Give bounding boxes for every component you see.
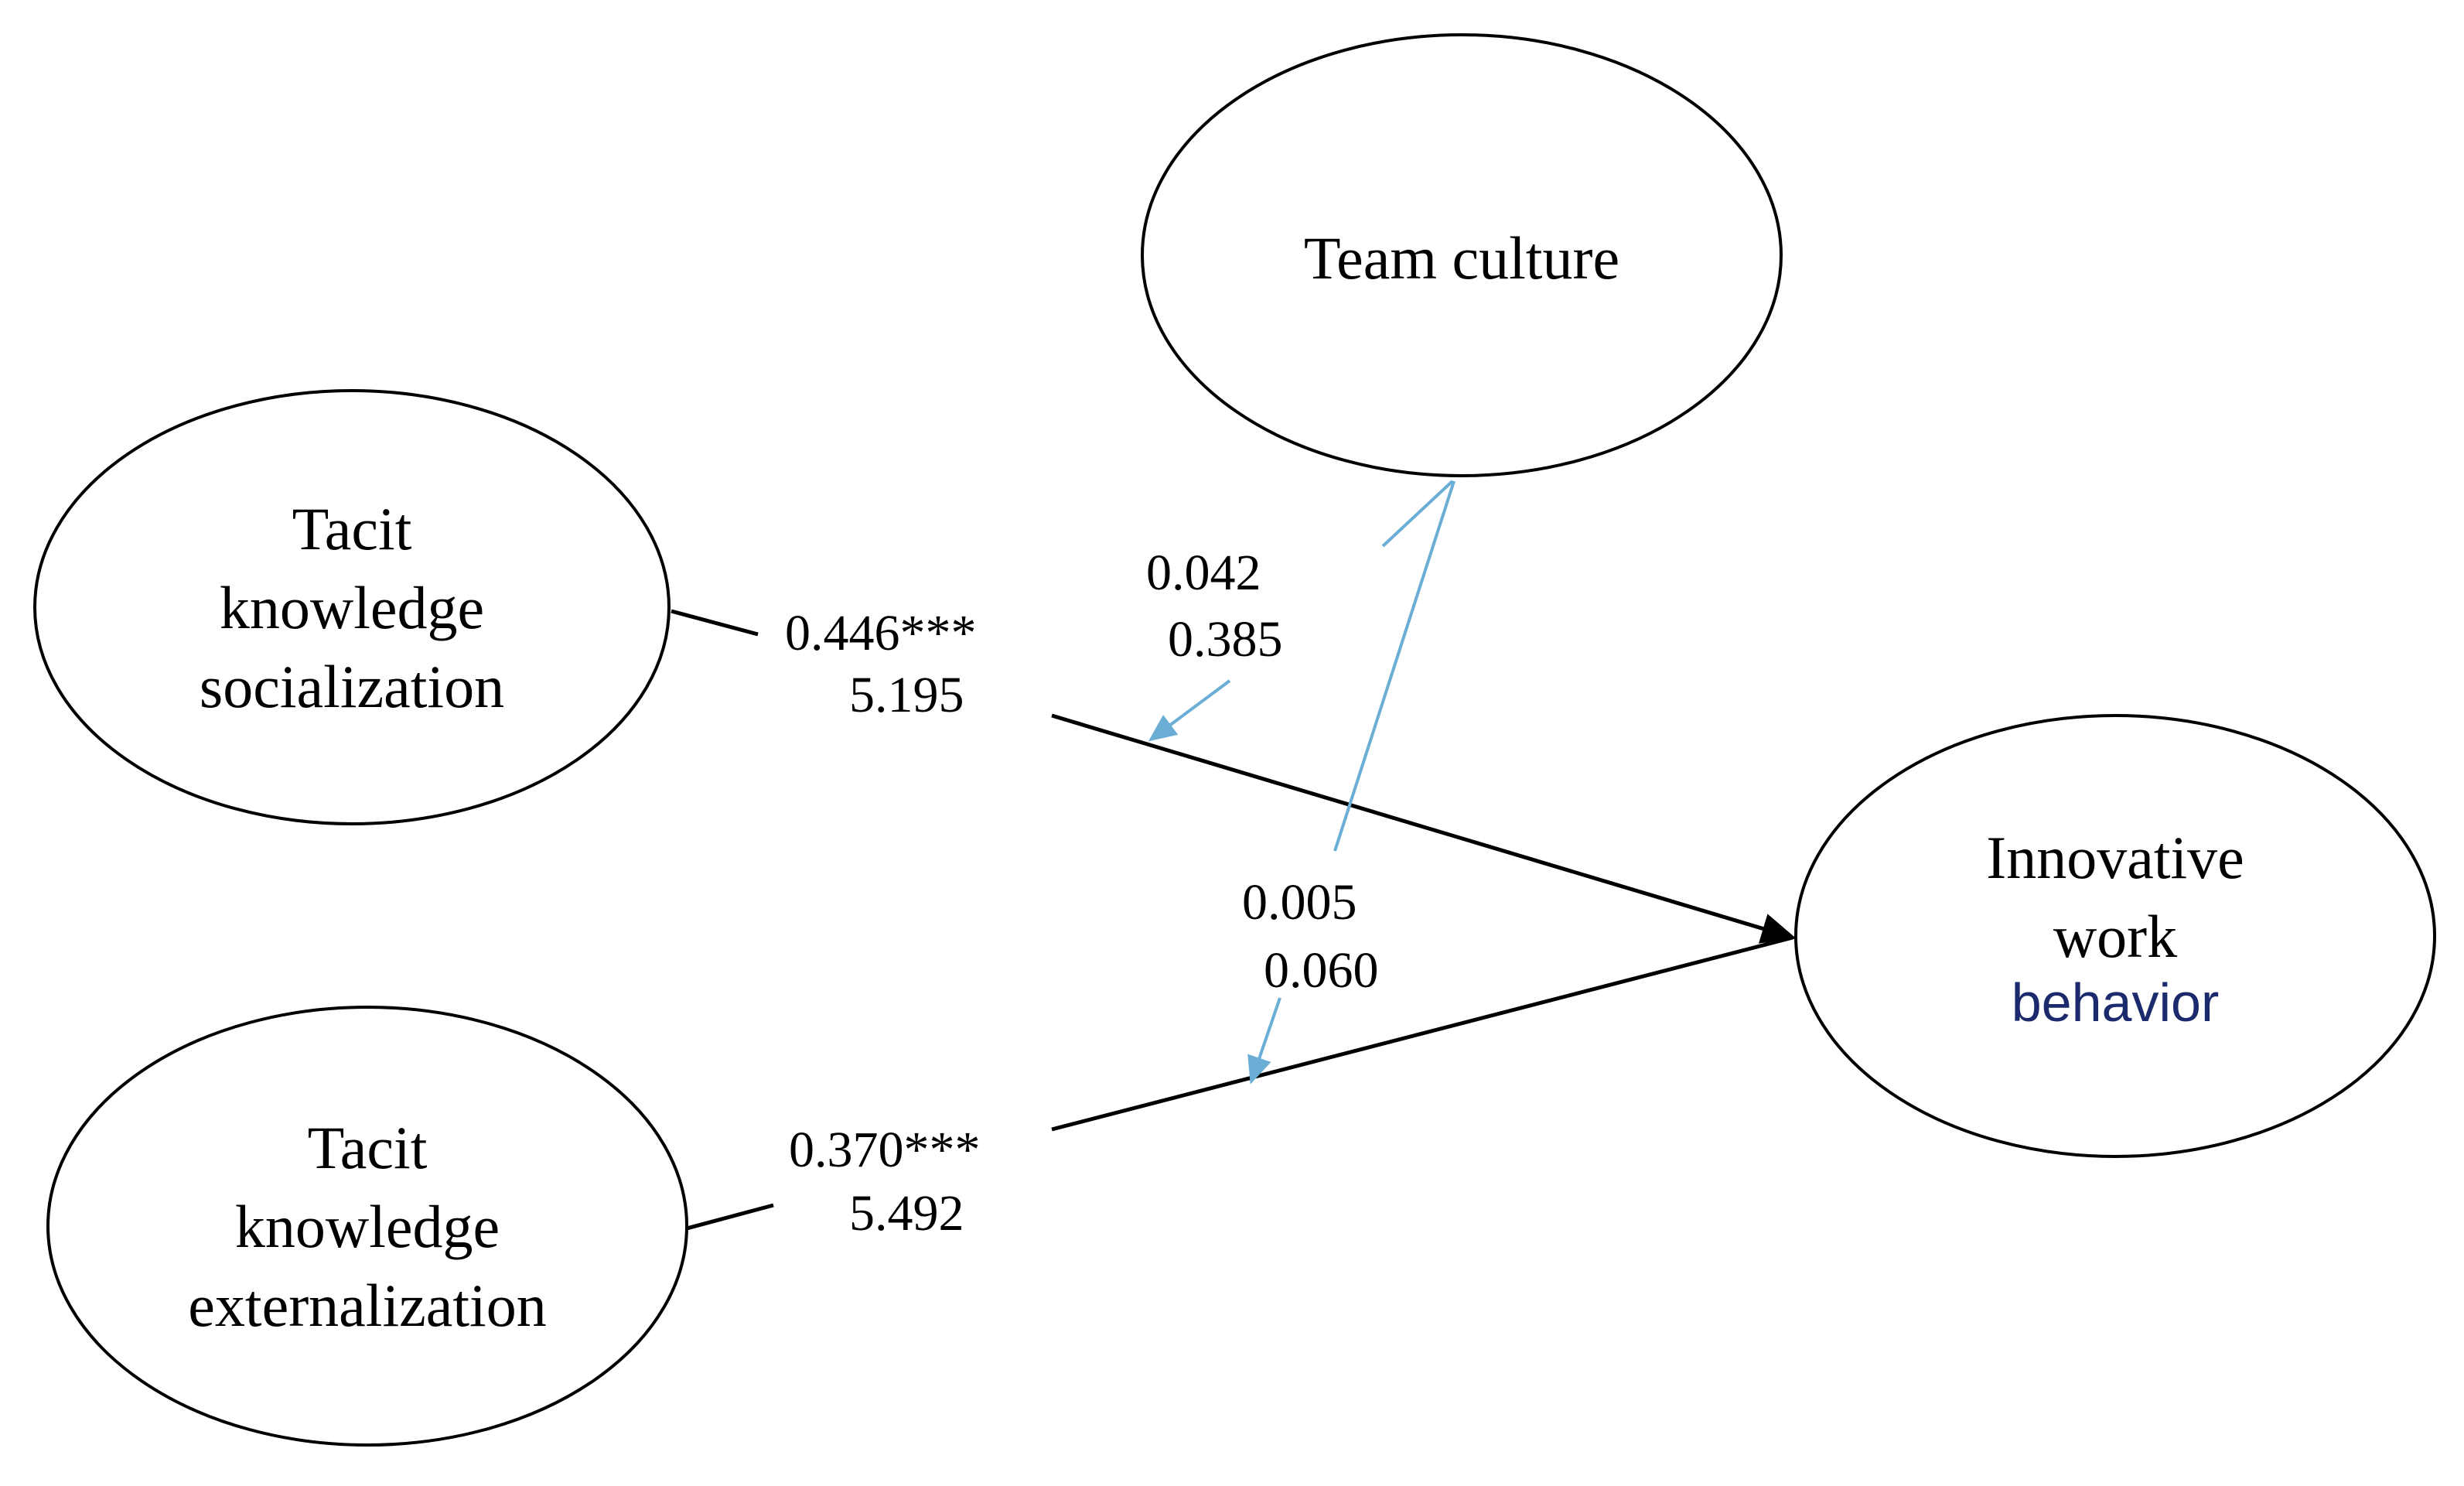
- node-socialization-line-2: knowledge: [220, 574, 484, 641]
- node-socialization-line-3: socialization: [200, 653, 504, 720]
- node-innovative-line-2: work: [2053, 903, 2177, 970]
- path-socialization-coefficient: 0.446***: [785, 605, 977, 661]
- node-socialization-line-1: Tacit: [292, 495, 412, 562]
- moderation-externalization-t-value: 0.060: [1264, 942, 1379, 999]
- moderation-arrow-socialization: [1148, 679, 1231, 742]
- moderation-arrow-externalization: [1247, 997, 1281, 1085]
- moderation-externalization-coefficient: 0.005: [1242, 874, 1357, 931]
- node-innovative-line-3: behavior: [2012, 972, 2220, 1033]
- path-socialization-to-innovative: 0.446*** 5.195: [671, 605, 1797, 944]
- moderation-socialization-t-value: 0.385: [1168, 611, 1283, 668]
- node-externalization-line-2: knowledge: [235, 1193, 500, 1260]
- node-tacit-knowledge-socialization: Tacit knowledge socialization: [33, 389, 671, 825]
- path-socialization-t-value: 5.195: [849, 667, 964, 723]
- moderation-links: 0.042 0.385 0.005 0.060: [1146, 480, 1456, 1085]
- moderation-line-main: [1333, 480, 1456, 852]
- path-externalization-stub: [686, 1203, 774, 1231]
- node-tacit-knowledge-externalization: Tacit knowledge externalization: [46, 1006, 688, 1447]
- node-innovative-work-behavior: Innovative work behavior: [1794, 714, 2436, 1158]
- path-socialization-arrow: [1051, 713, 1797, 944]
- moderation-line-upper-left: [1381, 480, 1454, 548]
- path-socialization-stub: [671, 609, 759, 637]
- node-team-culture: Team culture: [1141, 33, 1783, 477]
- node-team-culture-label: Team culture: [1304, 224, 1619, 292]
- node-externalization-line-3: externalization: [188, 1272, 546, 1339]
- moderation-socialization-coefficient: 0.042: [1146, 545, 1261, 601]
- node-externalization-line-1: Tacit: [308, 1114, 428, 1181]
- path-externalization-to-innovative: 0.370*** 5.492: [686, 935, 1793, 1242]
- path-externalization-arrow: [1051, 935, 1793, 1132]
- path-externalization-t-value: 5.492: [849, 1185, 964, 1242]
- path-externalization-coefficient: 0.370***: [789, 1122, 981, 1178]
- node-innovative-line-1: Innovative: [1986, 824, 2244, 891]
